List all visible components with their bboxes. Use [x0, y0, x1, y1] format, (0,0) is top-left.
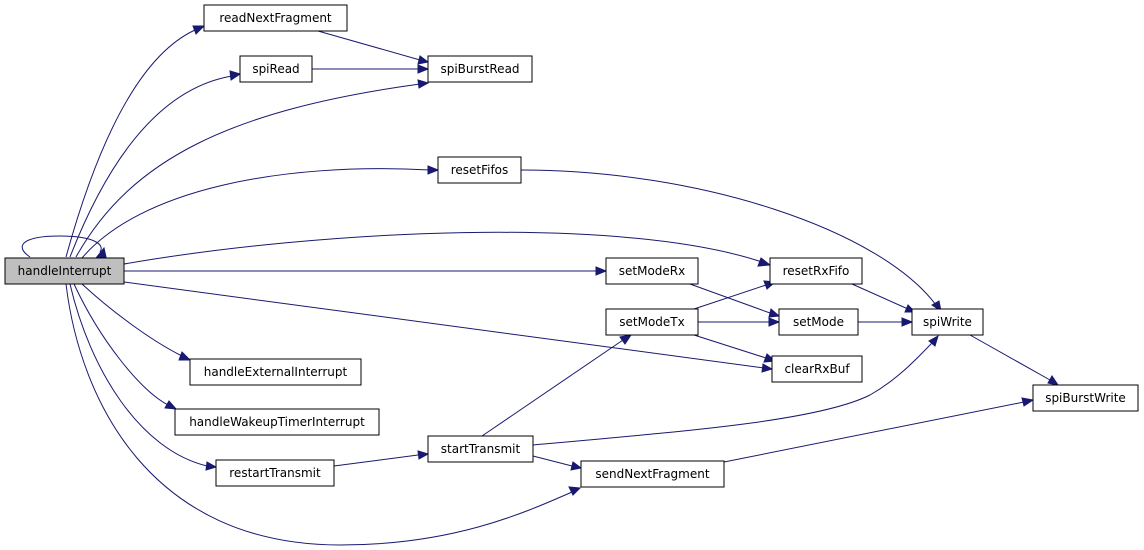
edge-startTransmit-spiWrite	[532, 341, 934, 446]
node-label: sendNextFragment	[595, 467, 709, 481]
edge-handleInterrupt-sendNextFragment	[65, 283, 573, 546]
node-handleExternalInterrupt[interactable]: handleExternalInterrupt	[189, 358, 362, 386]
edge-arrowhead	[768, 317, 781, 327]
node-label: resetFifos	[451, 163, 509, 177]
edge-handleInterrupt-readNextFragment	[65, 29, 196, 258]
node-label: setModeRx	[619, 264, 685, 278]
edge-arrowhead	[928, 334, 939, 347]
edge-arrowhead	[619, 334, 633, 345]
node-resetRxFifo[interactable]: resetRxFifo	[769, 257, 863, 285]
edge-arrowhead	[178, 351, 192, 361]
edge-handleInterrupt-resetFifos	[81, 168, 431, 259]
node-setMode[interactable]: setMode	[778, 308, 859, 336]
edge-arrowhead	[205, 461, 218, 471]
edge-resetRxFifo-spiWrite	[851, 283, 909, 310]
node-label: startTransmit	[441, 442, 521, 456]
node-label: spiWrite	[923, 315, 972, 329]
edge-arrowhead	[768, 308, 781, 318]
edges	[21, 25, 1060, 546]
node-handleWakeupTimerInterrupt[interactable]: handleWakeupTimerInterrupt	[174, 408, 380, 436]
edge-arrowhead	[901, 317, 914, 327]
edge-sendNextFragment-spiBurstWrite	[723, 401, 1025, 463]
node-resetFifos[interactable]: resetFifos	[437, 156, 522, 184]
edge-handleInterrupt-handleExternalInterrupt	[81, 283, 183, 357]
edge-handleInterrupt-restartTransmit	[69, 283, 208, 467]
edge-readNextFragment-spiBurstRead	[317, 30, 421, 61]
edge-arrowhead	[427, 165, 440, 175]
node-spiBurstRead[interactable]: spiBurstRead	[427, 55, 533, 83]
nodes: handleInterrupt readNextFragment spiRead…	[4, 4, 1139, 488]
edge-spiWrite-spiBurstWrite	[969, 334, 1051, 381]
edge-arrowhead	[164, 400, 178, 410]
edge-arrowhead	[1047, 375, 1060, 386]
node-sendNextFragment[interactable]: sendNextFragment	[580, 460, 725, 488]
node-setModeRx[interactable]: setModeRx	[605, 257, 699, 285]
node-label: setModeTx	[619, 315, 684, 329]
node-label: clearRxBuf	[784, 362, 850, 376]
node-handleInterrupt[interactable]: handleInterrupt	[4, 257, 125, 285]
edge-arrowhead	[417, 79, 430, 89]
node-label: handleWakeupTimerInterrupt	[189, 415, 365, 429]
edge-startTransmit-setModeTx	[481, 339, 624, 437]
node-label: resetRxFifo	[783, 264, 850, 278]
edge-arrowhead	[417, 55, 430, 65]
edge-arrowhead	[757, 257, 772, 267]
edge-setModeRx-setMode	[689, 283, 771, 314]
edge-arrowhead	[595, 266, 608, 276]
node-label: spiRead	[252, 62, 299, 76]
node-startTransmit[interactable]: startTransmit	[427, 435, 534, 463]
edge-handleInterrupt-spiBurstRead	[75, 83, 421, 258]
edge-arrowhead	[568, 486, 582, 496]
edge-startTransmit-sendNextFragment	[532, 455, 573, 467]
edge-handleInterrupt-resetRxFifo	[123, 231, 763, 265]
node-restartTransmit[interactable]: restartTransmit	[215, 459, 335, 487]
node-label: handleInterrupt	[18, 264, 112, 278]
edge-handleInterrupt-handleInterrupt	[21, 235, 102, 258]
node-spiBurstWrite[interactable]: spiBurstWrite	[1032, 384, 1139, 412]
edge-arrowhead	[229, 70, 242, 81]
node-readNextFragment[interactable]: readNextFragment	[203, 4, 348, 32]
edge-restartTransmit-startTransmit	[333, 454, 419, 467]
node-label: spiBurstWrite	[1045, 391, 1126, 405]
edge-arrowhead	[417, 64, 430, 74]
edge-handleInterrupt-clearRxBuf	[123, 281, 765, 369]
edge-resetFifos-spiWrite	[520, 169, 937, 306]
node-label: restartTransmit	[229, 466, 321, 480]
node-label: spiBurstRead	[440, 62, 519, 76]
edge-handleInterrupt-spiRead	[69, 75, 233, 258]
edge-arrowhead	[761, 363, 774, 373]
node-label: setMode	[793, 315, 844, 329]
edge-setModeTx-clearRxBuf	[693, 334, 767, 359]
node-setModeTx[interactable]: setModeTx	[605, 308, 699, 336]
node-clearRxBuf[interactable]: clearRxBuf	[771, 355, 863, 383]
edge-arrowhead	[570, 461, 583, 471]
node-spiRead[interactable]: spiRead	[239, 55, 313, 83]
node-label: readNextFragment	[219, 11, 332, 25]
edge-arrowhead	[1021, 397, 1035, 407]
edge-handleInterrupt-handleWakeupTimerInterrupt	[73, 283, 169, 406]
node-label: handleExternalInterrupt	[204, 365, 348, 379]
edge-setModeTx-resetRxFifo	[693, 284, 767, 310]
node-spiWrite[interactable]: spiWrite	[911, 308, 984, 336]
edge-arrowhead	[417, 450, 430, 460]
edge-arrowhead	[192, 25, 206, 35]
